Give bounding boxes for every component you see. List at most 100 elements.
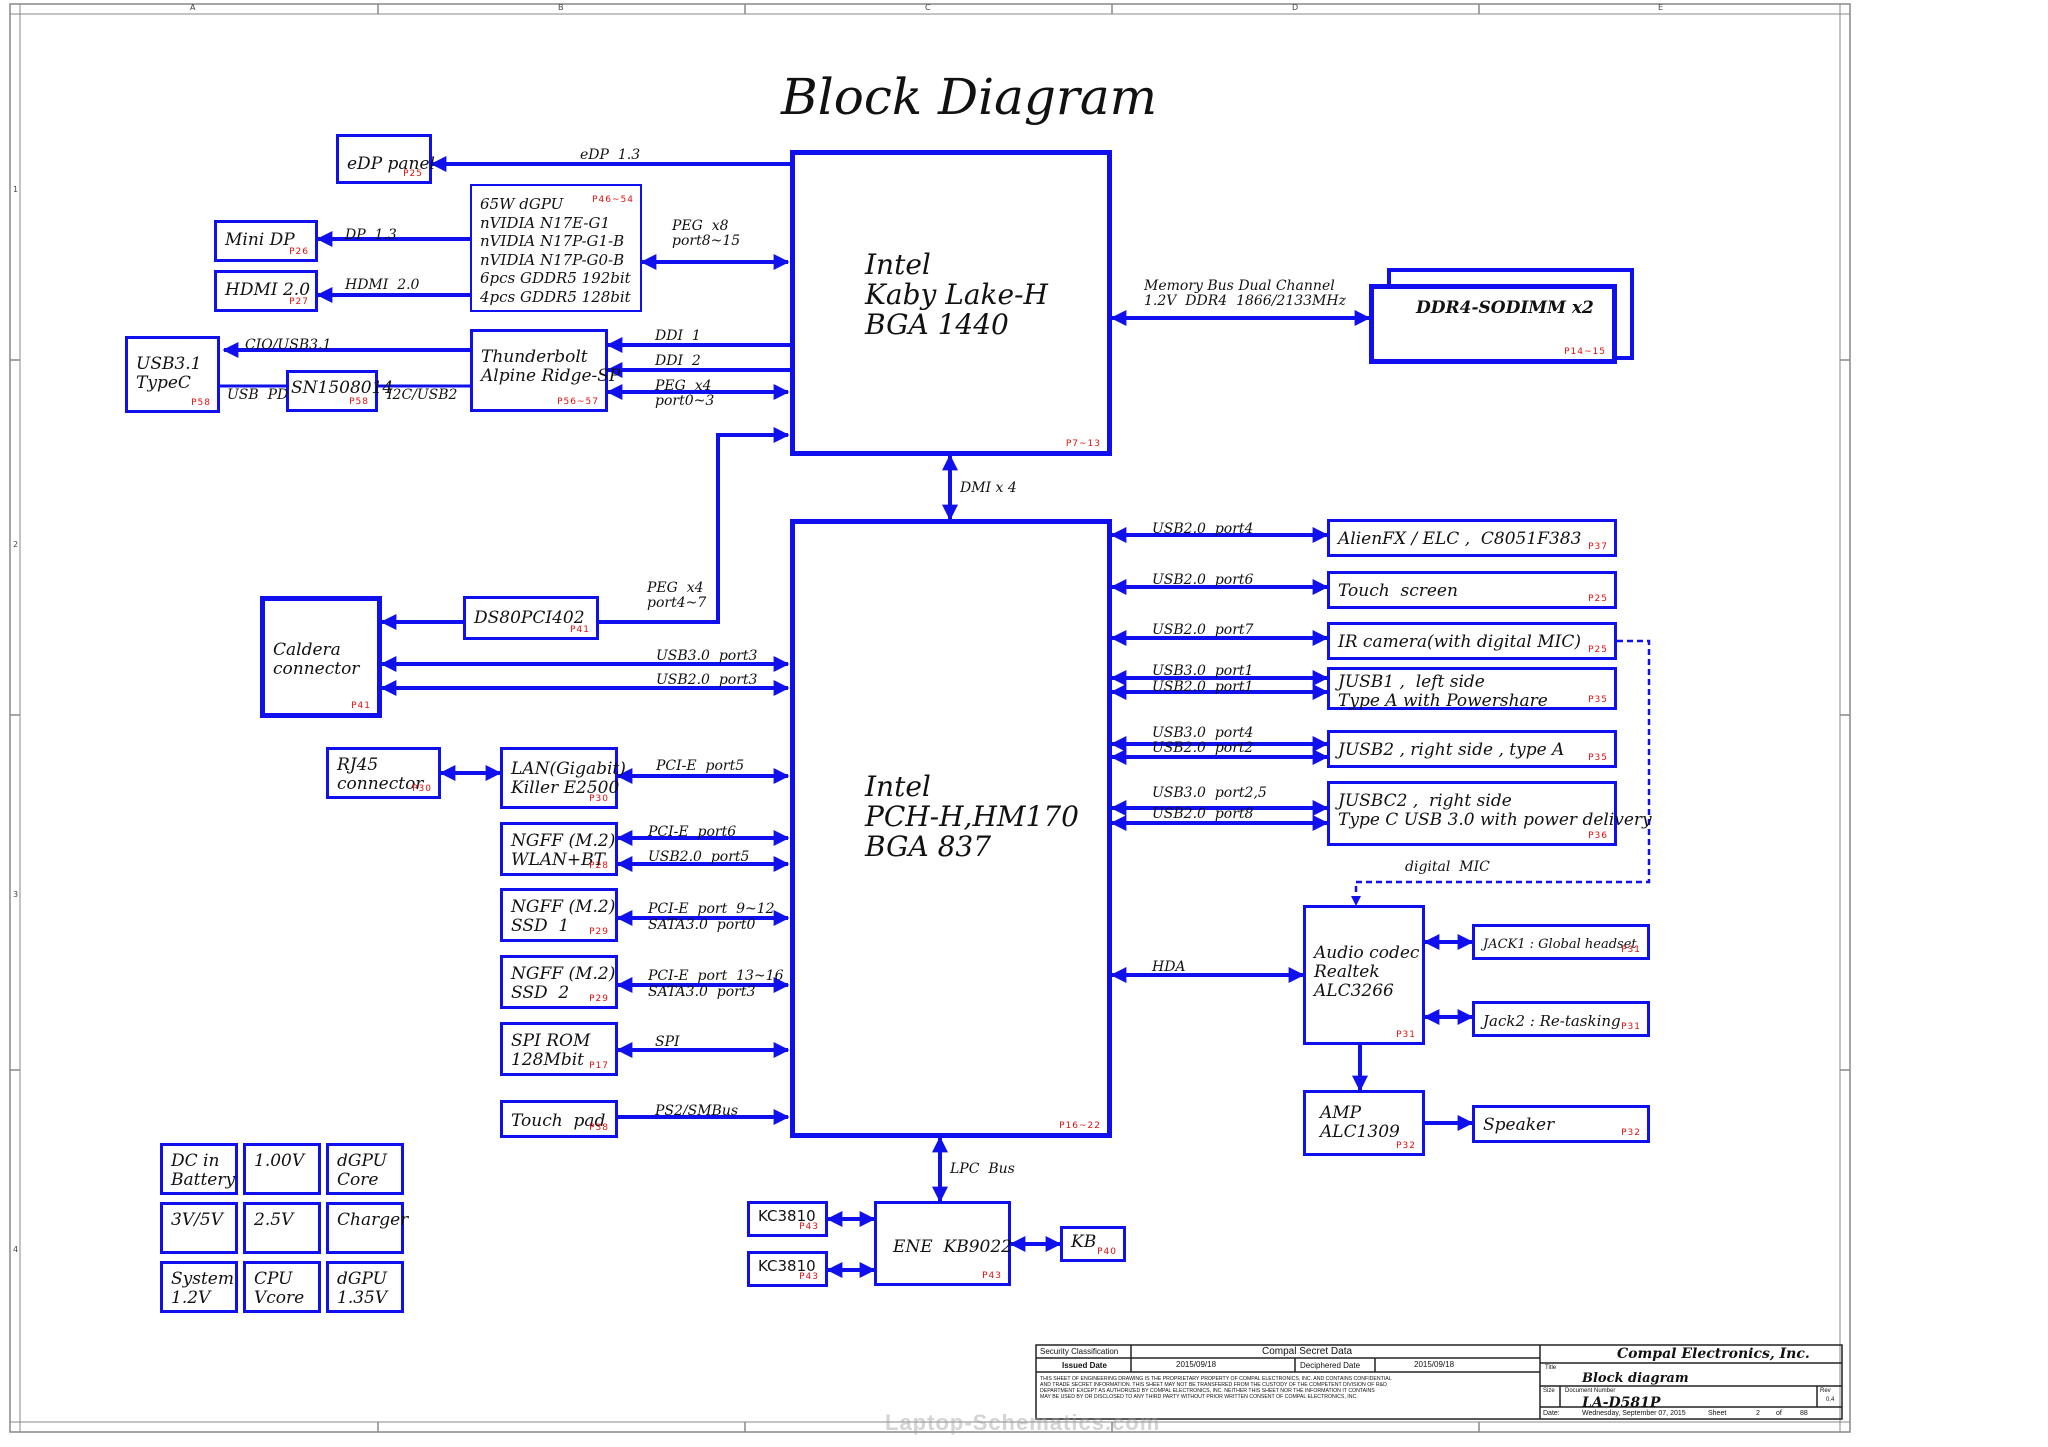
kb-label: KB [1071,1232,1097,1252]
lan-block[interactable]: LAN(Gigabit) Killer E2500 P30 [500,747,626,809]
amp-block[interactable]: AMP ALC1309 P32 [1303,1090,1425,1156]
ir-camera-block[interactable]: IR camera(with digital MIC) P25 [1327,622,1617,660]
thunderbolt-block[interactable]: Thunderbolt Alpine Ridge-SP P56~57 [470,329,620,412]
ene-kb9022-block[interactable]: ENE KB9022 P43 [874,1201,1012,1286]
page-ref: P43 [799,1222,819,1232]
sn1508014-block[interactable]: SN1508014 P58 [286,370,393,412]
jack2-block[interactable]: Jack2 : Re-tasking P31 [1472,1001,1650,1037]
page-ref: P32 [1396,1141,1416,1151]
sata-port0-label: SATA3.0 port0 [648,917,756,933]
caldera-connector-block[interactable]: Caldera connector P41 [260,596,382,718]
page-ref: P43 [799,1272,819,1282]
rj45-connector-block[interactable]: RJ45 connector P30 [326,747,441,799]
page-ref: P38 [589,1123,609,1133]
ssd1-label: NGFF (M.2) SSD 1 [511,897,616,936]
hdmi-wire-label: HDMI 2.0 [345,277,420,293]
page-ref: P29 [589,994,609,1004]
power-label: dGPU Core [337,1151,387,1190]
hdmi-block[interactable]: HDMI 2.0 P27 [214,270,318,312]
usb31-typec-block[interactable]: USB3.1 TypeC P58 [125,336,220,413]
jack1-label: JACK1 : Global headset [1483,937,1637,952]
power-3v-5v[interactable]: 3V/5V [160,1202,238,1254]
ps2-smbus-label: PS2/SMBus [655,1103,739,1119]
power-label: 1.00V [254,1151,305,1171]
jusb2-block[interactable]: JUSB2 , right side , type A P35 [1327,730,1617,768]
page-ref: P56~57 [557,397,599,407]
power-charger[interactable]: Charger [326,1202,408,1254]
page-ref: P7~13 [1065,439,1101,449]
pch-block[interactable]: Intel PCH-H,HM170 BGA 837 P16~22 [790,519,1112,1138]
edp-panel-block[interactable]: eDP panel P25 [336,134,435,184]
audio-codec-block[interactable]: Audio codec Realtek ALC3266 P31 [1303,905,1425,1045]
rev-value: 0.4 [1826,1397,1835,1403]
watermark: Laptop-Schematics.com [885,1410,1161,1435]
audio-codec-label: Audio codec Realtek ALC3266 [1314,943,1420,1001]
cpu-block[interactable]: Intel Kaby Lake-H BGA 1440 P7~13 [790,150,1112,456]
usb20-port4-label: USB2.0 port4 [1152,521,1254,537]
peg-x4-port0-label: PEG x4 port0~3 [655,378,715,409]
usb20-port2-label: USB2.0 port2 [1152,740,1254,756]
usb20-port8-label: USB2.0 port8 [1152,806,1254,822]
ds80pci402-block[interactable]: DS80PCI402 P41 [463,596,599,640]
ngff-ssd2-block[interactable]: NGFF (M.2) SSD 2 P29 [500,955,618,1009]
alienfx-block[interactable]: AlienFX / ELC , C8051F383 P37 [1327,519,1617,557]
touch-screen-block[interactable]: Touch screen P25 [1327,571,1617,609]
mini-dp-block[interactable]: Mini DP P26 [214,220,318,262]
jusb2-label: JUSB2 , right side , type A [1338,740,1565,760]
speaker-block[interactable]: Speaker P32 [1472,1105,1650,1143]
amp-label: AMP ALC1309 [1320,1103,1400,1142]
power-dgpu-core[interactable]: dGPU Core [326,1143,404,1195]
power-dgpu-1v35[interactable]: dGPU 1.35V [326,1261,404,1313]
page-ref: P40 [1097,1247,1117,1257]
digital-mic-wire [1351,639,1651,906]
date-label: Date: [1543,1410,1560,1417]
kb-block[interactable]: KB P40 [1060,1226,1126,1262]
ddr4-label: DDR4-SODIMM x2 [1416,298,1594,318]
sheet-label: Sheet [1708,1410,1727,1417]
usb30-port1-label: USB3.0 port1 [1152,663,1254,679]
edp-panel-label: eDP panel [347,154,435,174]
dgpu-label: 65W dGPU nVIDIA N17E-G1 nVIDIA N17P-G1-B… [480,195,631,306]
sheet-frame [9,3,1851,1433]
confidentiality-notice: THIS SHEET OF ENGINEERING DRAWING IS THE… [1040,1376,1392,1400]
sata-port3-label: SATA3.0 port3 [648,984,756,1000]
page-ref: P16~22 [1059,1121,1101,1131]
power-2v5[interactable]: 2.5V [243,1202,321,1254]
i2c-usb2-label: I2C/USB2 [387,387,458,403]
document-number-label: Document Number [1565,1388,1616,1394]
spi-label: SPI [655,1034,680,1050]
jack1-block[interactable]: JACK1 : Global headset P31 [1472,924,1650,960]
sheet-title: Block diagram [1582,1371,1689,1386]
touch-pad-block[interactable]: Touch pad P38 [500,1100,618,1138]
page-ref: P25 [403,169,423,179]
jusb1-block[interactable]: JUSB1 , left side Type A with Powershare… [1327,667,1617,711]
ene-label: ENE KB9022 [893,1237,1012,1257]
col-tick: C [925,3,931,12]
bus-wires [220,156,1474,1278]
ddi2-label: DDI 2 [655,353,701,369]
power-label: dGPU 1.35V [337,1269,388,1308]
lan-label: LAN(Gigabit) Killer E2500 [511,759,626,798]
power-system-1v2[interactable]: System 1.2V [160,1261,238,1313]
ngff-wlan-block[interactable]: NGFF (M.2) WLAN+BT P28 [500,822,618,876]
page-ref: P46~54 [592,195,634,205]
jusbc2-block[interactable]: JUSBC2 , right side Type C USB 3.0 with … [1327,781,1652,846]
ddr4-sodimm-block[interactable]: DDR4-SODIMM x2 P14~15 [1369,284,1617,364]
ngff-ssd1-block[interactable]: NGFF (M.2) SSD 1 P29 [500,888,618,942]
page-ref: P26 [289,247,309,257]
pcie-port13-16-label: PCI-E port 13~16 [648,968,784,984]
deciphered-date-value: 2015/09/18 [1414,1360,1455,1369]
title-block-frame [1035,1344,1843,1420]
power-1v00[interactable]: 1.00V [243,1143,321,1195]
alienfx-label: AlienFX / ELC , C8051F383 [1338,529,1582,549]
dgpu-block[interactable]: 65W dGPU nVIDIA N17E-G1 nVIDIA N17P-G1-B… [470,184,642,312]
row-tick: 1 [13,185,19,194]
compal-secret-label: Compal Secret Data [1262,1346,1353,1357]
power-cpu-vcore[interactable]: CPU Vcore [243,1261,321,1313]
kc3810-block-2[interactable]: KC3810 P43 [747,1251,828,1287]
caldera-label: Caldera connector [273,640,360,679]
spi-rom-block[interactable]: SPI ROM 128Mbit P17 [500,1022,618,1076]
power-dc-in-battery[interactable]: DC in Battery [160,1143,238,1195]
kc3810-block-1[interactable]: KC3810 P43 [747,1201,828,1237]
row-tick: 2 [13,540,19,549]
